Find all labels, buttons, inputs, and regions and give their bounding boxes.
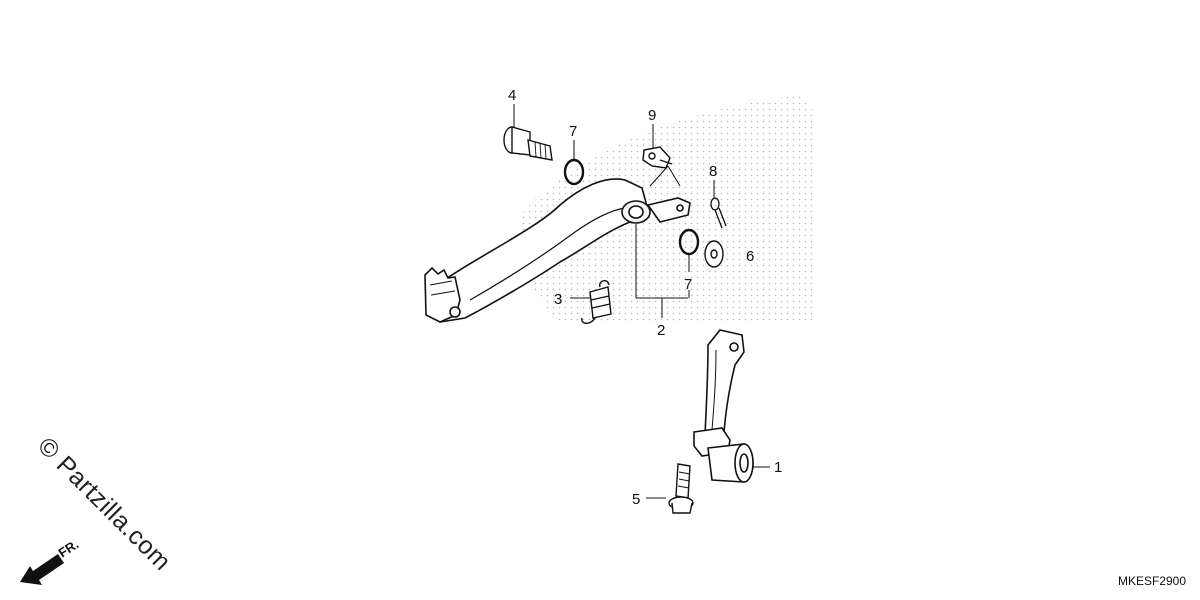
washer[interactable] (704, 240, 724, 268)
callout-5: 5 (632, 491, 640, 508)
callout-2: 2 (657, 322, 665, 339)
return-spring[interactable] (581, 280, 612, 324)
callout-7-upper: 7 (569, 123, 577, 140)
callouts: 4 7 9 8 6 7 3 2 1 5 (508, 87, 782, 508)
pivot-bolt[interactable] (503, 126, 553, 161)
drawing-code: MKESF2900 (1117, 574, 1186, 588)
leader-lines (513, 104, 770, 499)
cotter-pin[interactable] (710, 197, 727, 229)
callout-4: 4 (508, 87, 516, 104)
callout-3: 3 (554, 291, 562, 308)
callout-1: 1 (774, 459, 782, 476)
callout-6: 6 (746, 248, 754, 265)
callout-9: 9 (648, 107, 656, 124)
callout-8: 8 (709, 163, 717, 180)
lever-arm[interactable] (693, 329, 754, 483)
flange-bolt[interactable] (668, 463, 694, 514)
brake-pedal[interactable] (424, 178, 691, 323)
front-arrow-icon (20, 554, 64, 585)
callout-7-lower: 7 (684, 276, 692, 293)
